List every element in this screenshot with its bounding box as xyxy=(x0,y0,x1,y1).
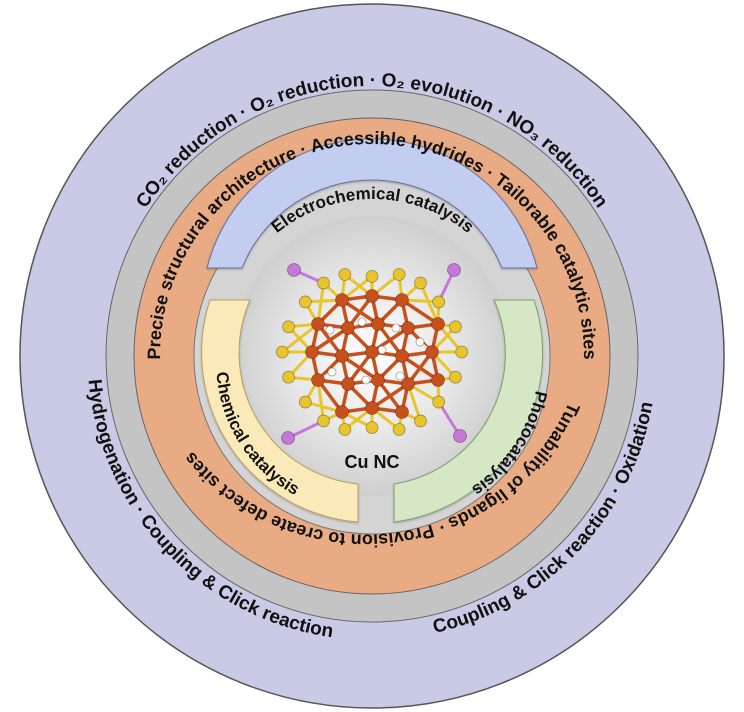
copper-atom xyxy=(395,293,409,307)
sulfur-atom xyxy=(275,345,289,359)
sulfur-atom xyxy=(338,268,352,281)
sulfur-atom xyxy=(449,370,462,384)
copper-atom xyxy=(401,321,415,335)
cluster-bond xyxy=(370,326,410,354)
cluster-bond xyxy=(400,298,440,326)
electrochemical-band xyxy=(206,138,538,269)
sulfur-atom xyxy=(414,276,427,290)
hydrogen-atom xyxy=(361,375,371,385)
copper-atom xyxy=(371,373,385,387)
sulfur-atom xyxy=(455,345,469,359)
copper-atom xyxy=(425,345,439,359)
sulfur-atom xyxy=(449,320,462,334)
hydrogen-atom xyxy=(325,325,335,335)
phosphorus-atom xyxy=(287,263,301,277)
sulfur-atom xyxy=(365,269,379,283)
copper-atom xyxy=(335,349,349,363)
copper-atom xyxy=(431,373,445,387)
copper-atom xyxy=(395,349,409,363)
phosphorus-atom xyxy=(281,431,295,445)
sulfur-atom xyxy=(338,423,352,436)
hydrogen-atom xyxy=(391,323,401,333)
cluster-bond xyxy=(286,419,326,440)
copper-atom xyxy=(395,405,409,419)
sulfur-atom xyxy=(282,320,295,334)
chemical-band xyxy=(201,299,359,523)
cluster-bond xyxy=(346,350,374,386)
sulfur-atom xyxy=(432,295,446,309)
copper-atom xyxy=(335,405,349,419)
cluster-bond xyxy=(346,294,374,330)
sulfur-atom xyxy=(317,276,330,290)
sulfur-atom xyxy=(282,370,295,384)
sulfur-atom xyxy=(392,268,406,281)
sulfur-atom xyxy=(365,421,379,435)
cluster-bond xyxy=(370,382,410,410)
center-label: Cu NC xyxy=(345,452,400,472)
cluster-bond xyxy=(437,400,462,438)
cluster-bond xyxy=(418,281,440,326)
sulfur-atom xyxy=(414,414,427,428)
hydrogen-atom xyxy=(327,367,337,377)
copper-atom xyxy=(311,317,325,331)
copper-atom xyxy=(365,289,379,303)
copper-atom xyxy=(341,321,355,335)
sulfur-atom xyxy=(317,414,330,428)
phosphorus-atom xyxy=(447,263,461,277)
cu-nanocluster-structure xyxy=(275,263,469,445)
hydrogen-atom xyxy=(357,317,367,327)
copper-atom xyxy=(335,293,349,307)
copper-atom xyxy=(401,377,415,391)
sulfur-atom xyxy=(432,395,446,409)
copper-atom xyxy=(431,317,445,331)
hydrogen-atom xyxy=(395,371,405,381)
copper-atom xyxy=(341,377,355,391)
hydrogen-atom xyxy=(415,337,425,347)
hydrogen-atom xyxy=(377,345,387,355)
cluster-bond xyxy=(406,350,434,386)
phosphorus-atom xyxy=(453,429,467,443)
photocatalysis-band xyxy=(393,299,544,523)
copper-atom xyxy=(371,317,385,331)
copper-atom xyxy=(311,373,325,387)
cluster-bond xyxy=(316,378,344,414)
cluster-bond xyxy=(316,281,326,326)
copper-atom xyxy=(365,401,379,415)
cluster-bond xyxy=(316,378,326,423)
cluster-bond xyxy=(310,326,350,354)
copper-atom xyxy=(305,345,319,359)
sulfur-atom xyxy=(298,295,312,309)
sulfur-atom xyxy=(298,395,312,409)
sulfur-atom xyxy=(392,423,406,436)
copper-atom xyxy=(365,345,379,359)
